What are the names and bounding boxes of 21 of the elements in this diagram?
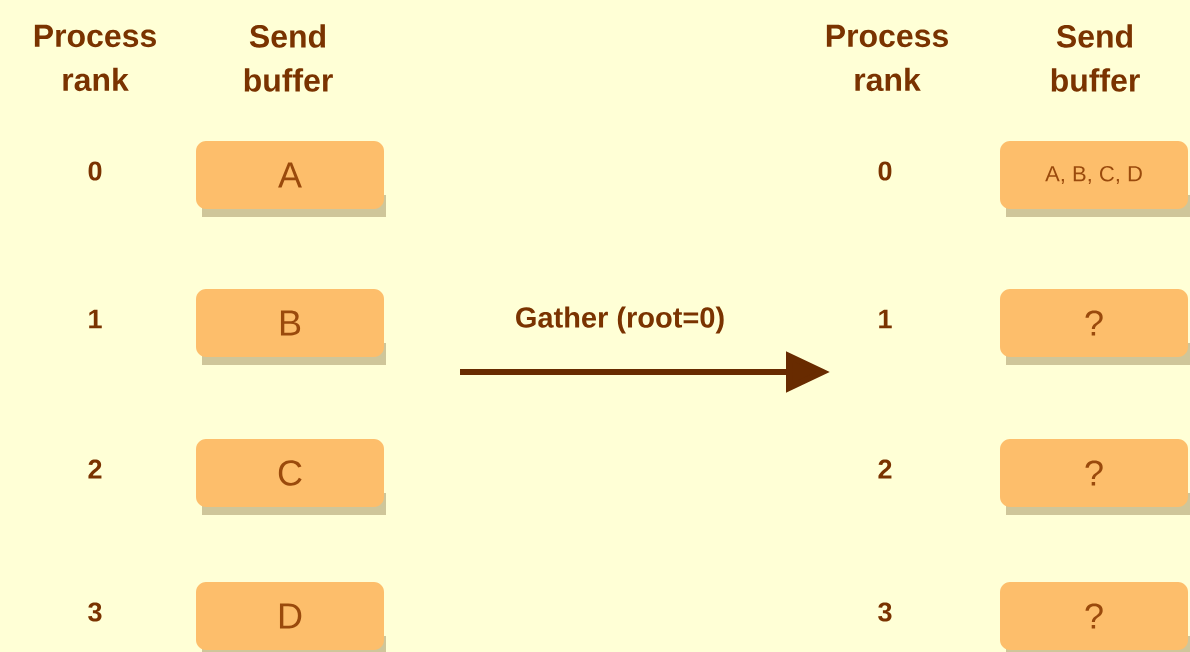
buffer-box: A xyxy=(196,141,386,217)
operation-label: Gather (root=0) xyxy=(516,306,724,334)
column-header: Send buffer xyxy=(244,24,333,92)
buffer-box: ? xyxy=(1000,439,1190,515)
rank-number: 1 xyxy=(879,309,892,329)
column-header: Process rank xyxy=(34,24,156,92)
rank-number: 0 xyxy=(878,161,892,181)
rank-number: 0 xyxy=(88,161,102,181)
buffer-box: A, B, C, D xyxy=(1000,141,1190,217)
rank-number: 3 xyxy=(878,602,892,622)
rank-number: 2 xyxy=(88,459,102,479)
rank-number: 2 xyxy=(878,459,892,479)
buffer-box: ? xyxy=(1000,582,1190,652)
buffer-box: ? xyxy=(1000,289,1190,365)
buffer-box: C xyxy=(196,439,386,515)
buffer-box: D xyxy=(196,582,386,652)
column-header: Send buffer xyxy=(1051,24,1140,92)
rank-number: 1 xyxy=(89,309,102,329)
buffer-box: B xyxy=(196,289,386,365)
column-header: Process rank xyxy=(826,24,948,92)
rank-number: 3 xyxy=(88,602,102,622)
